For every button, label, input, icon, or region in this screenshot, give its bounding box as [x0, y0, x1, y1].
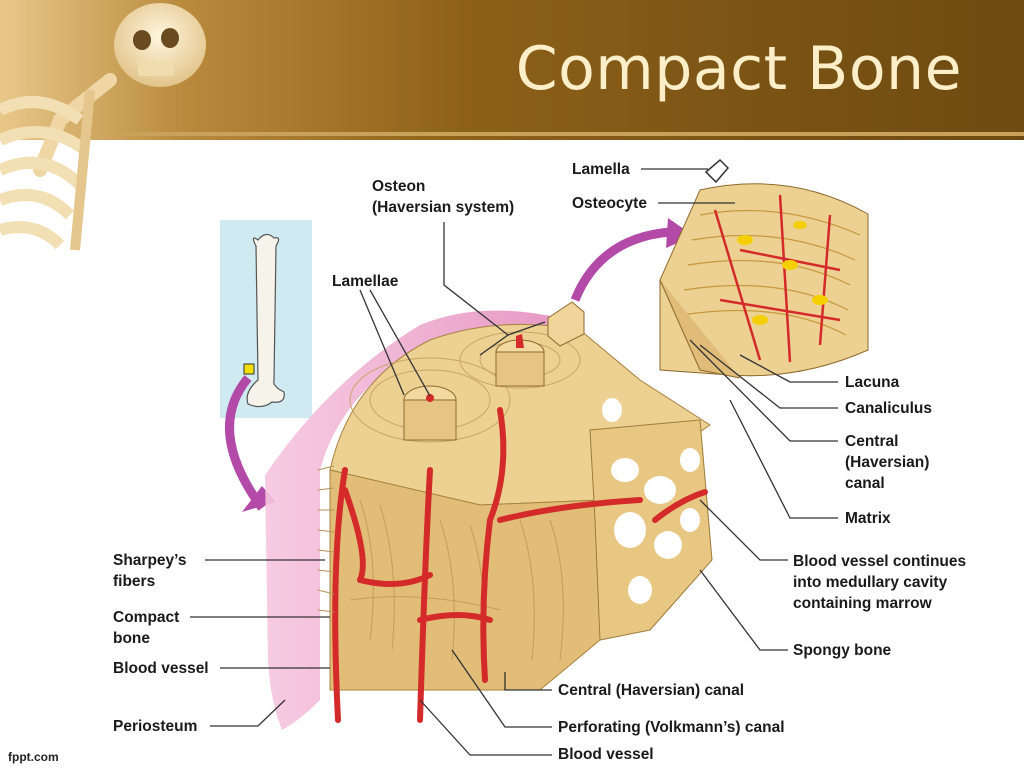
label-spongy-bone: Spongy bone	[793, 642, 892, 659]
label-perforating-canal: Perforating (Volkmann’s) canal	[558, 719, 785, 736]
label-matrix: Matrix	[845, 510, 891, 527]
footer-brand: fppt.com	[8, 750, 59, 764]
slide-title: Compact Bone	[515, 34, 962, 104]
label-sharpeys-fibers: Sharpey’s fibers	[113, 552, 187, 590]
periosteum-layer	[265, 310, 580, 730]
label-lacuna: Lacuna	[845, 374, 900, 391]
zoom-arrow-right-head	[666, 218, 694, 248]
label-lamella: Lamella	[572, 161, 630, 178]
osteon-wedge	[547, 301, 585, 347]
osteon-zoom-section	[659, 183, 869, 379]
banner-divider	[120, 132, 1024, 136]
zoom-arrow-left	[225, 375, 266, 511]
sharpeys-fibers	[317, 465, 335, 613]
label-blood-vessel-bottom: Blood vessel	[558, 746, 654, 763]
label-osteocyte: Osteocyte	[572, 195, 647, 212]
label-blood-vessel-continues: Blood vessel continues into medullary ca…	[793, 553, 967, 612]
label-periosteum: Periosteum	[113, 718, 198, 735]
label-blood-vessel-left: Blood vessel	[113, 660, 209, 677]
label-lamellae: Lamellae	[332, 273, 399, 290]
label-canaliculus: Canaliculus	[845, 400, 932, 417]
femur-inset	[220, 220, 312, 418]
spongy-bone-region	[589, 398, 713, 641]
label-osteon: Osteon (Haversian system)	[372, 178, 515, 216]
label-central-canal-right: Central (Haversian) canal	[845, 433, 930, 492]
label-compact-bone: Compact bone	[113, 609, 180, 647]
zoom-arrow-right	[570, 227, 671, 302]
blood-vessels	[332, 407, 708, 723]
leader-lines	[190, 168, 838, 756]
skeleton-image	[0, 3, 206, 251]
lamella-bracket	[704, 158, 730, 184]
label-central-canal-bottom: Central (Haversian) canal	[558, 682, 745, 699]
